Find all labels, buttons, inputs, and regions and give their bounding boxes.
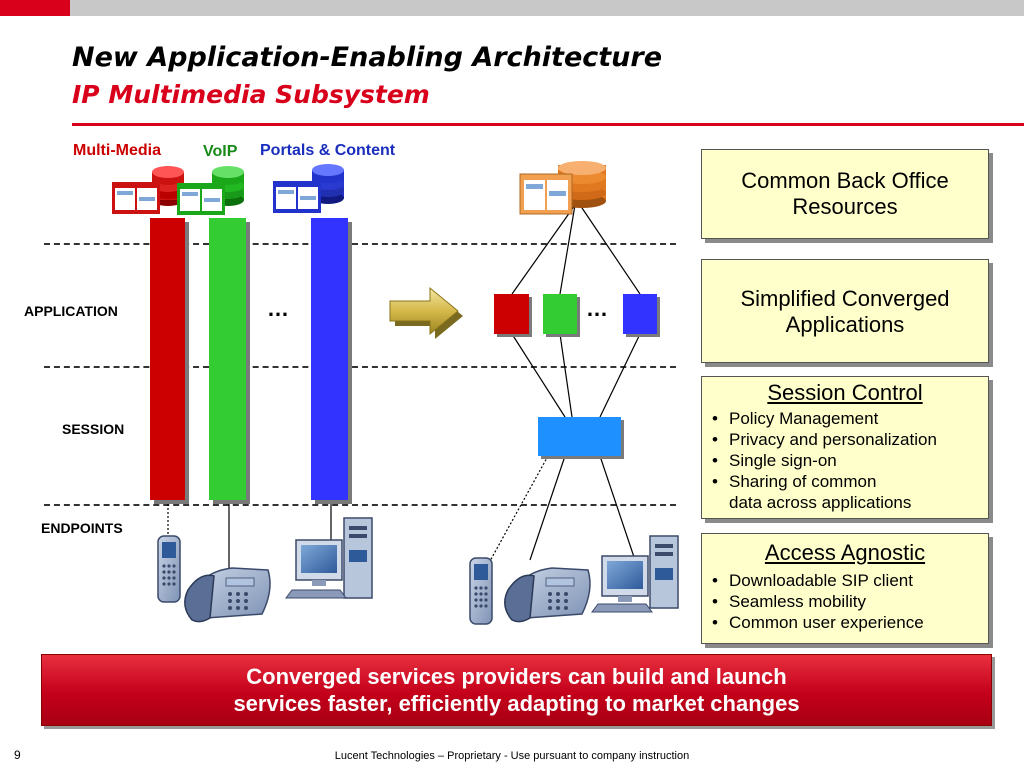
layer-divider-middle (44, 366, 676, 368)
multimedia-app-block (494, 294, 529, 334)
page-title: New Application-Enabling Architecture (72, 42, 663, 73)
session-control-box: Session Control Policy Management Privac… (701, 376, 989, 519)
list-item: Downloadable SIP client (710, 570, 988, 591)
list-item: Seamless mobility (710, 591, 988, 612)
arrow-right-icon (389, 286, 463, 339)
mobile-phone-icon (157, 535, 181, 603)
footer-text: Lucent Technologies – Proprietary - Use … (334, 750, 690, 762)
portals-silo-bar (311, 218, 348, 500)
app-window-icon (112, 182, 160, 214)
simplified-apps-box: Simplified Converged Applications (701, 259, 989, 363)
connector-lines-left (167, 500, 332, 570)
app-window-icon (177, 183, 225, 215)
portals-app-block (623, 294, 657, 334)
back-office-box: Common Back Office Resources (701, 149, 989, 239)
desktop-computer-icon (591, 535, 679, 613)
session-control-block (538, 417, 621, 456)
session-control-list: Policy Management Privacy and personaliz… (702, 406, 988, 513)
page-subtitle: IP Multimedia Subsystem (72, 80, 430, 109)
desk-phone-icon (184, 567, 271, 623)
list-item: Privacy and personalization (710, 429, 988, 450)
top-accent-bar (0, 0, 70, 16)
page-number: 9 (14, 748, 21, 762)
access-agnostic-list: Downloadable SIP client Seamless mobilit… (702, 566, 988, 633)
layer-label-endpoints: ENDPOINTS (41, 520, 123, 536)
title-divider (72, 123, 1024, 126)
list-item-continuation: data across applications (729, 493, 912, 512)
multimedia-silo-bar (150, 218, 185, 500)
access-agnostic-title: Access Agnostic (764, 540, 926, 565)
simplified-apps-text: Simplified Converged Applications (740, 286, 950, 337)
layer-divider-top (44, 243, 676, 245)
app-window-icon (273, 181, 321, 213)
ellipsis-right: … (586, 296, 609, 321)
voip-silo-bar (209, 218, 246, 500)
list-item: Single sign-on (710, 450, 988, 471)
layer-divider-bottom (44, 504, 676, 506)
summary-banner: Converged services providers can build a… (41, 654, 992, 726)
list-item: Common user experience (710, 612, 988, 633)
app-window-icon (519, 173, 573, 215)
mobile-phone-icon (469, 557, 493, 625)
top-grey-bar (70, 0, 1024, 16)
column-label-portals: Portals & Content (260, 142, 396, 159)
list-item: Sharing of common (710, 471, 988, 492)
voip-app-block (543, 294, 577, 334)
column-label-voip: VoIP (203, 143, 238, 160)
layer-label-application: APPLICATION (24, 303, 118, 319)
access-agnostic-box: Access Agnostic Downloadable SIP client … (701, 533, 989, 644)
column-label-multimedia: Multi-Media (73, 142, 161, 159)
banner-line-2: services faster, efficiently adapting to… (233, 691, 800, 716)
session-control-title: Session Control (767, 380, 923, 405)
back-office-text: Common Back Office Resources (741, 168, 949, 219)
desktop-computer-icon (285, 517, 373, 599)
banner-line-1: Converged services providers can build a… (246, 664, 787, 689)
layer-label-session: SESSION (62, 421, 125, 437)
ellipsis-left: … (267, 296, 290, 321)
desk-phone-icon (504, 567, 591, 623)
list-item: Policy Management (710, 408, 988, 429)
connector-lines (484, 204, 641, 571)
